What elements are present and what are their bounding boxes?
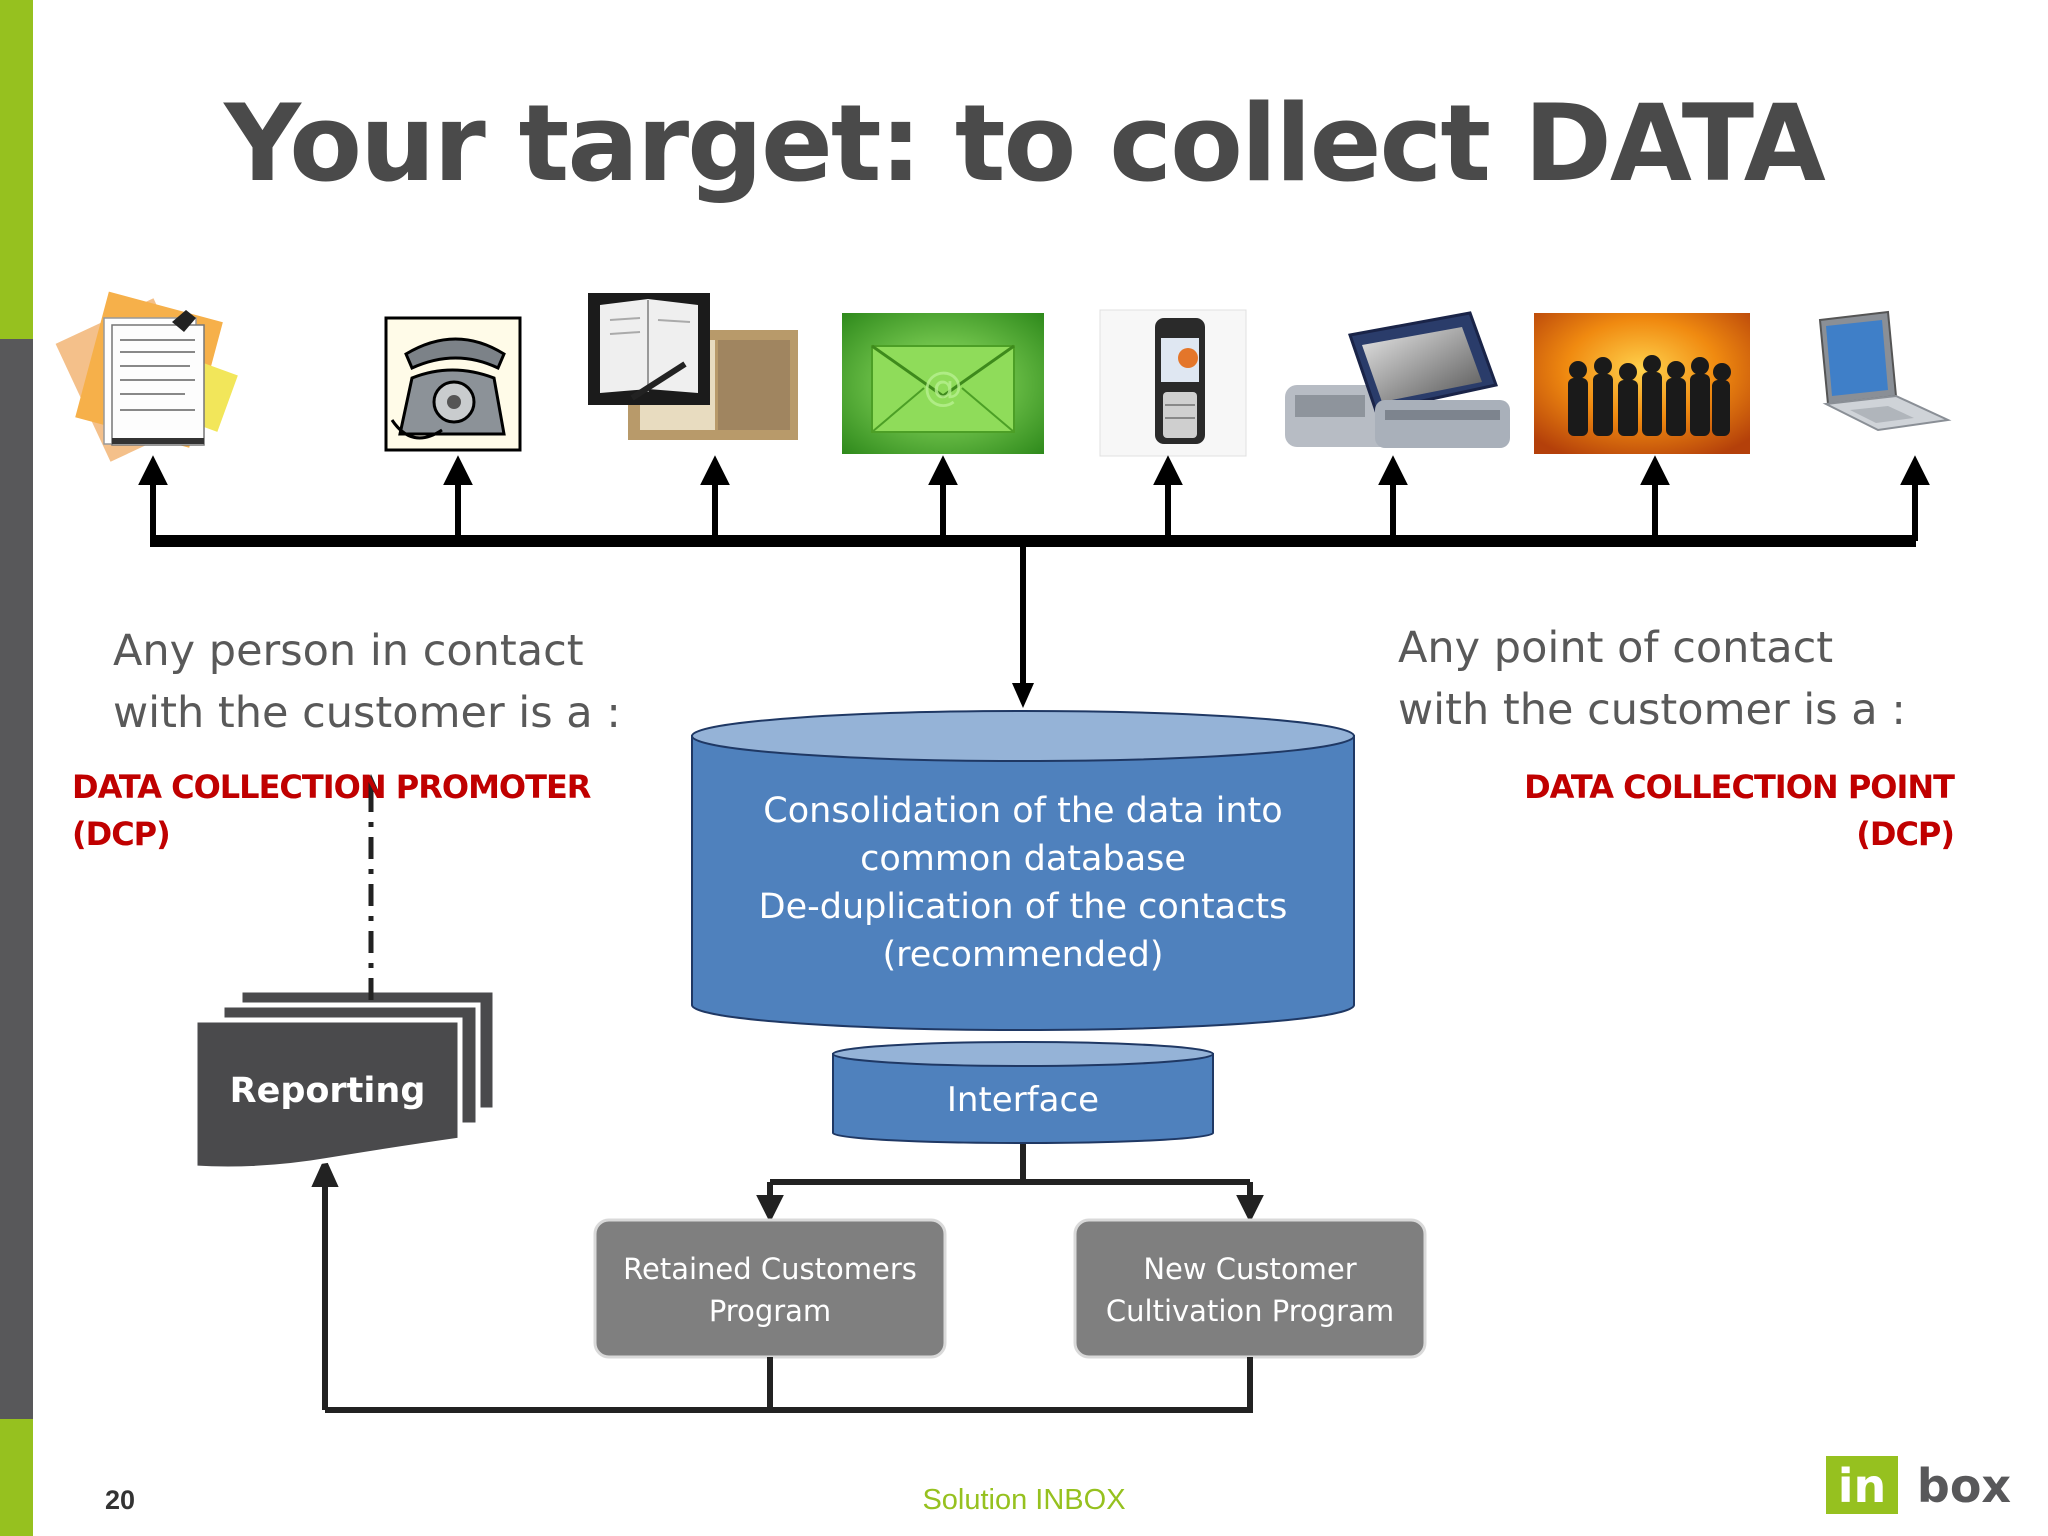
database-line3: De-duplication of the contacts [758, 887, 1288, 927]
right-caption-line1: Any point of contact [1398, 623, 1834, 673]
right-caption: Any point of contact with the customer i… [1398, 617, 1906, 741]
reporting-label: Reporting [229, 1071, 426, 1111]
new-customer-label: New Customer Cultivation Program [1075, 1248, 1425, 1332]
database-line1: Consolidation of the data into [763, 791, 1283, 831]
mobile-phone-icon [1099, 309, 1247, 457]
left-role: DATA COLLECTION PROMOTER (DCP) [72, 764, 591, 858]
left-role-line2: (DCP) [72, 815, 171, 853]
retained-customers-line1: Retained Customers [623, 1252, 917, 1286]
notebook-icon [588, 293, 798, 440]
footer-text: Solution INBOX [922, 1484, 1126, 1516]
database-label: Consolidation of the data into common da… [692, 787, 1354, 979]
side-accent-bottom [0, 1419, 33, 1536]
database-line4: (recommended) [882, 935, 1164, 975]
left-caption-line1: Any person in contact [113, 626, 584, 676]
right-role-line1: DATA COLLECTION POINT [1524, 768, 1955, 806]
right-role-line2: (DCP) [1856, 815, 1955, 853]
new-customer-line1: New Customer [1143, 1252, 1357, 1286]
left-caption: Any person in contact with the customer … [113, 620, 621, 744]
slide-title: Your target: to collect DATA [224, 82, 1826, 205]
page-number: 20 [105, 1485, 136, 1515]
retained-customers-line2: Program [708, 1294, 832, 1328]
svg-text:box: box [1917, 1459, 2011, 1513]
inbox-logo: in box [1826, 1456, 2011, 1514]
svg-text:in: in [1838, 1459, 1887, 1513]
interface-cylinder [832, 1041, 1214, 1144]
left-caption-line2: with the customer is a : [113, 688, 621, 738]
forms-icon [55, 291, 238, 462]
right-role: DATA COLLECTION POINT (DCP) [1524, 764, 1955, 858]
side-accent-middle [0, 339, 33, 1419]
new-customer-line2: Cultivation Program [1105, 1294, 1395, 1328]
laptop-icon [1818, 310, 1952, 432]
side-accent-top [0, 0, 33, 339]
database-cylinder [691, 710, 1355, 1031]
interface-label: Interface [946, 1080, 1100, 1120]
people-crowd-icon [1534, 313, 1750, 454]
email-envelope-icon: @ [842, 313, 1044, 454]
database-line2: common database [860, 839, 1186, 879]
pos-terminal-icon [1285, 311, 1510, 448]
telephone-icon [384, 316, 522, 452]
right-caption-line2: with the customer is a : [1398, 685, 1906, 735]
svg-text:@: @ [923, 364, 963, 410]
left-role-line1: DATA COLLECTION PROMOTER [72, 768, 591, 806]
retained-customers-label: Retained Customers Program [595, 1248, 945, 1332]
reporting-document [192, 987, 498, 1172]
